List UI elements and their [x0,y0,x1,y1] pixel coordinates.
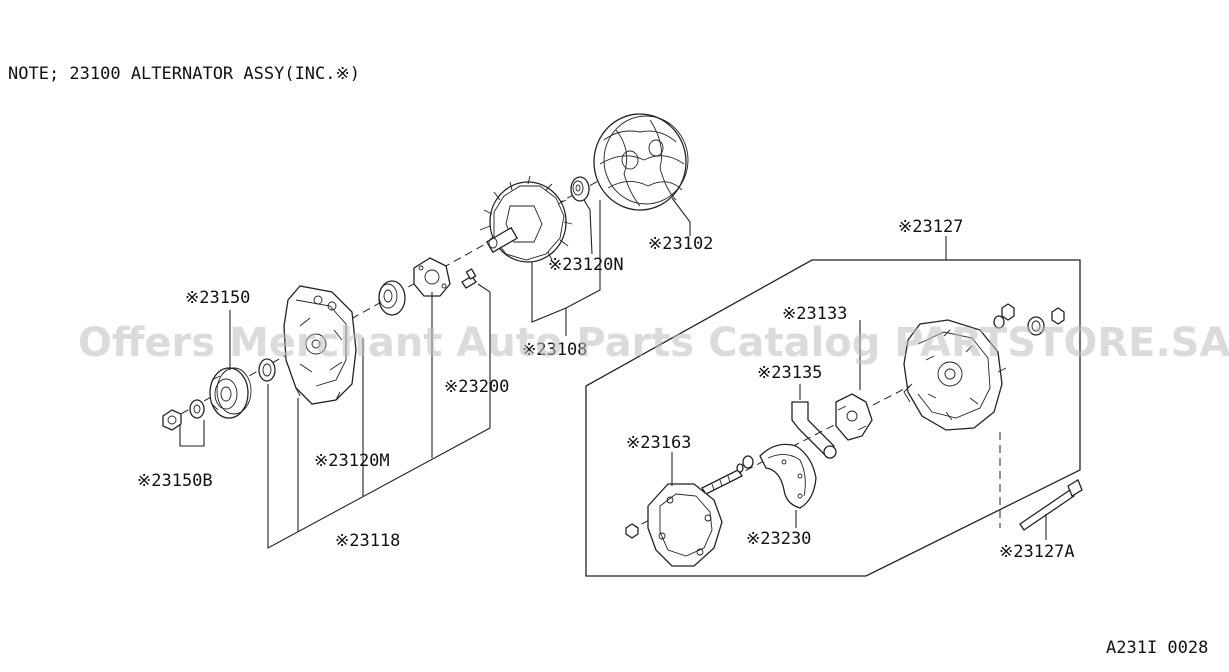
terminal-insulator [1027,316,1045,336]
watermark: Offers Merchant Auto Parts Catalog PARTS… [78,320,1229,366]
rear-cover [903,319,1007,431]
label-23200[interactable]: ※23200 [444,377,509,397]
label-23230[interactable]: ※23230 [746,529,811,549]
label-23133[interactable]: ※23133 [782,304,847,324]
rotor [479,175,573,263]
terminal-washer [993,315,1005,329]
spacer-ring [258,358,276,382]
label-23120n[interactable]: ※23120N [548,255,624,275]
assembly-note: NOTE; 23100 ALTERNATOR ASSY(INC.※) [8,64,360,84]
lock-washer [736,463,744,473]
terminal-nut-1 [1001,303,1015,321]
label-23150b[interactable]: ※23150B [137,471,213,491]
through-bolt [1019,479,1083,531]
rear-cover-assembly-box [585,259,1081,577]
rear-plate [647,483,723,567]
diagram-ref-code: A231I 0028 [1106,638,1208,658]
pulley [209,367,252,419]
label-23120m[interactable]: ※23120M [314,451,390,471]
rear-bearing [570,176,590,202]
label-23135[interactable]: ※23135 [757,363,822,383]
stud-bolt [701,469,743,495]
label-23163[interactable]: ※23163 [626,433,691,453]
label-23102[interactable]: ※23102 [648,234,713,254]
brush-holder [835,393,873,441]
label-23108[interactable]: ※23108 [522,340,587,360]
front-bearing [378,280,406,316]
spacer-small [742,455,754,469]
bearing-retainer [413,257,451,297]
stator [593,113,689,211]
pulley-washer [189,399,205,419]
label-23118[interactable]: ※23118 [335,531,400,551]
pulley-nut [162,409,182,431]
front-cover [283,285,357,405]
brush-spring [791,401,837,459]
plate-screw [625,523,639,539]
label-23127a[interactable]: ※23127A [999,542,1075,562]
terminal-nut-2 [1051,307,1065,325]
diode-assembly [759,443,817,509]
label-23127[interactable]: ※23127 [898,217,963,237]
label-23150[interactable]: ※23150 [185,288,250,308]
leader-lines-front [179,197,691,549]
retainer-screw [461,268,477,289]
leader-lines-rear [671,320,1047,540]
